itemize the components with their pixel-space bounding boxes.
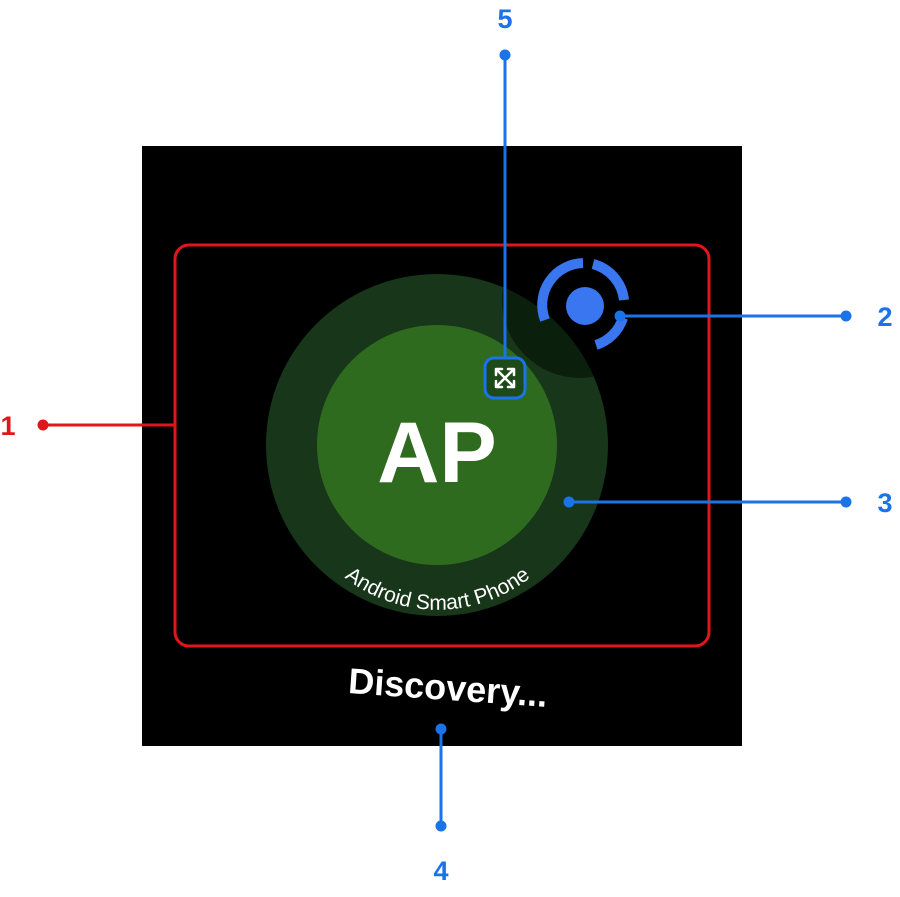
- callout-number-3: 3: [877, 488, 892, 518]
- callout-number-1: 1: [0, 411, 15, 441]
- target-icon[interactable]: [537, 258, 629, 350]
- callout-5: 5: [497, 4, 513, 358]
- device-initials: AP: [377, 405, 496, 501]
- callout-number-4: 4: [433, 856, 448, 886]
- callout-number-5: 5: [497, 4, 512, 34]
- callout-2: 2: [614, 302, 893, 332]
- callout-1: 1: [0, 411, 175, 441]
- highlight-box: [173, 243, 711, 648]
- callout-3: 3: [563, 488, 893, 518]
- callout-number-2: 2: [877, 302, 892, 332]
- callout-4: 4: [433, 723, 449, 886]
- connect-arrows-icon[interactable]: [483, 356, 527, 400]
